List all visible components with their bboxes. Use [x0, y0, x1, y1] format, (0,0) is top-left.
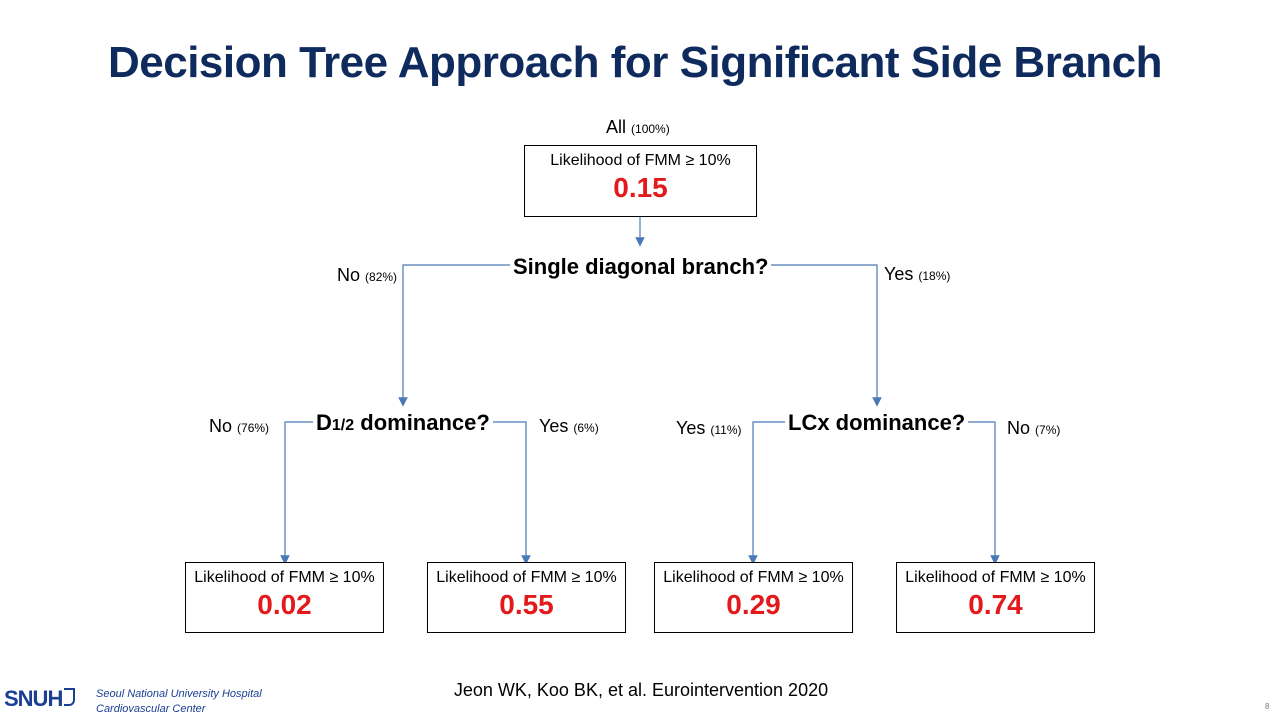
- d12-subscript: 1/2: [331, 417, 355, 434]
- question-d12-dominance: D1/2 dominance?: [313, 410, 493, 436]
- q1-no-branch-label: No (82%): [337, 265, 397, 286]
- connector-lcx-yes: [748, 421, 790, 565]
- leaf-node-lcx-no: Likelihood of FMM ≥ 10% 0.74: [896, 562, 1095, 633]
- root-group-pct: (100%): [631, 122, 670, 136]
- lcx-no-label: No: [1007, 418, 1031, 438]
- q1-yes-branch-label: Yes (18%): [884, 264, 950, 285]
- d12-no-branch-label: No (76%): [209, 416, 269, 437]
- lcx-yes-label: Yes: [676, 418, 706, 438]
- d12-yes-pct: (6%): [573, 421, 599, 435]
- org-name-line2: Cardiovascular Center: [96, 703, 206, 715]
- snuh-logo: SNUH: [4, 686, 63, 711]
- q1-yes-pct: (18%): [918, 269, 951, 283]
- q1-no-pct: (82%): [365, 270, 398, 284]
- root-value: 0.15: [613, 172, 668, 203]
- lcx-yes-branch-label: Yes (11%): [676, 418, 742, 439]
- d12-yes-label: Yes: [539, 416, 569, 436]
- leaf-likelihood-label: Likelihood of FMM ≥ 10%: [663, 569, 844, 586]
- q1-no-label: No: [337, 265, 361, 285]
- leaf-node-lcx-yes: Likelihood of FMM ≥ 10% 0.29: [654, 562, 853, 633]
- root-group-name: All: [606, 117, 627, 137]
- connector-d12-yes: [490, 421, 531, 565]
- d12-prefix: D: [316, 410, 332, 435]
- lcx-no-branch-label: No (7%): [1007, 418, 1060, 439]
- leaf-value: 0.74: [968, 589, 1023, 620]
- slide-title: Decision Tree Approach for Significant S…: [107, 38, 1163, 87]
- d12-no-label: No: [209, 416, 233, 436]
- logo-mark-icon: [64, 688, 75, 706]
- citation: Jeon WK, Koo BK, et al. Eurointervention…: [453, 680, 829, 700]
- connector-q1-yes: [765, 264, 882, 407]
- lcx-yes-pct: (11%): [710, 423, 742, 437]
- leaf-value: 0.29: [726, 589, 781, 620]
- lcx-no-pct: (7%): [1035, 423, 1061, 437]
- leaf-value: 0.02: [257, 589, 312, 620]
- root-likelihood-label: Likelihood of FMM ≥ 10%: [550, 152, 731, 169]
- q1-yes-label: Yes: [884, 264, 914, 284]
- page-number: 8: [1265, 702, 1270, 711]
- d12-suffix: dominance?: [354, 410, 490, 435]
- leaf-node-d12-yes: Likelihood of FMM ≥ 10% 0.55: [427, 562, 626, 633]
- connector-q1-no: [398, 264, 515, 407]
- org-name-line1: Seoul National University Hospital: [96, 688, 262, 700]
- leaf-likelihood-label: Likelihood of FMM ≥ 10%: [905, 569, 1086, 586]
- d12-no-pct: (76%): [237, 421, 270, 435]
- connector-d12-no: [280, 421, 318, 565]
- question-lcx-dominance: LCx dominance?: [785, 410, 969, 436]
- leaf-value: 0.55: [499, 589, 554, 620]
- leaf-node-d12-no: Likelihood of FMM ≥ 10% 0.02: [185, 562, 384, 633]
- leaf-likelihood-label: Likelihood of FMM ≥ 10%: [194, 569, 375, 586]
- leaf-likelihood-label: Likelihood of FMM ≥ 10%: [436, 569, 617, 586]
- connector-lcx-no: [962, 421, 1000, 565]
- root-group-label: All (100%): [606, 117, 670, 138]
- root-node: Likelihood of FMM ≥ 10% 0.15: [524, 145, 757, 217]
- question-single-diagonal: Single diagonal branch?: [510, 254, 772, 280]
- d12-yes-branch-label: Yes (6%): [539, 416, 599, 437]
